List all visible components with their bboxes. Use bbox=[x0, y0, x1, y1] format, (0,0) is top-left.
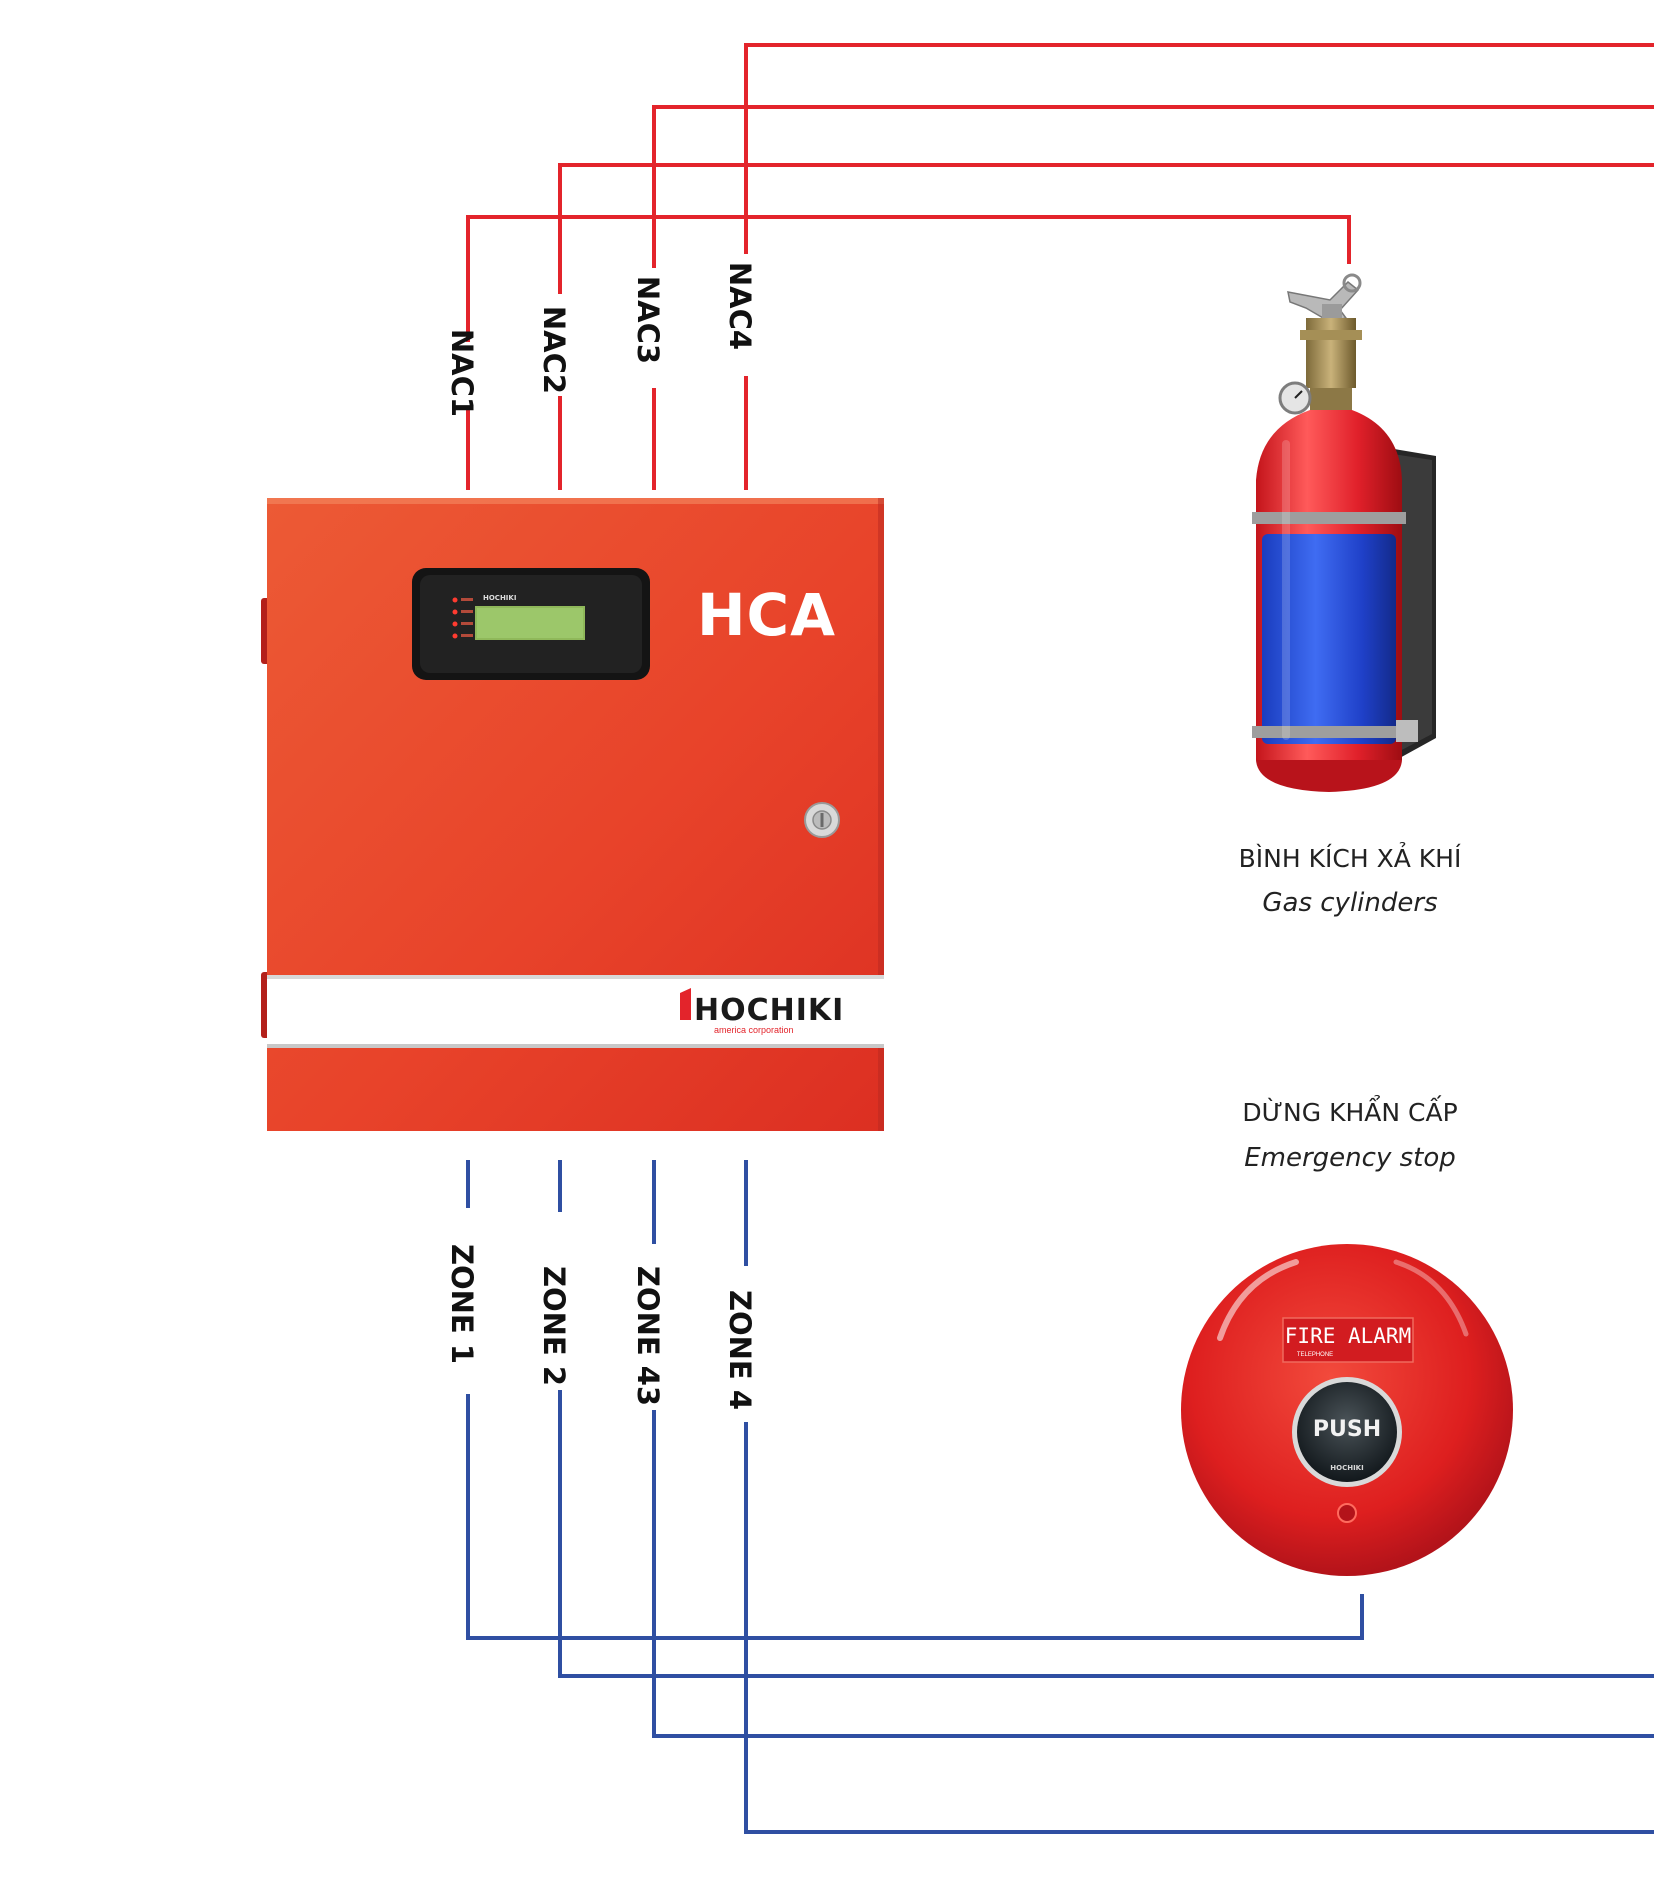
nac-2-wire bbox=[558, 163, 1654, 490]
zone-1-wire bbox=[466, 1160, 1364, 1640]
led-4 bbox=[452, 633, 458, 639]
led-3 bbox=[452, 621, 458, 627]
zone-2-wire bbox=[558, 1160, 1654, 1678]
gas-cylinder-title-vi: BÌNH KÍCH XẢ KHÍ bbox=[1239, 842, 1462, 873]
zone-wiring bbox=[466, 1160, 1654, 1834]
push-button-label: PUSH bbox=[1313, 1417, 1381, 1442]
control-panel: HOCHIKI HCA HOCHIKI america corporation bbox=[261, 498, 884, 1131]
cylinder-valve bbox=[1306, 318, 1356, 388]
test-key-icon bbox=[1337, 1503, 1357, 1523]
alarm-sublabel: TELEPHONE bbox=[1297, 1352, 1333, 1358]
cylinder-shoulder bbox=[1256, 410, 1402, 480]
zone-3-label: ZONE 43 bbox=[631, 1266, 665, 1406]
panel-model-label: HCA bbox=[697, 581, 836, 649]
panel-brand-sub: america corporation bbox=[714, 1025, 794, 1035]
cylinder-label-wrap bbox=[1262, 534, 1396, 744]
panel-brand-strip bbox=[267, 975, 884, 1048]
nac-labels: NAC1 NAC2 NAC3 NAC4 bbox=[445, 262, 757, 417]
display-brand: HOCHIKI bbox=[483, 594, 516, 602]
emergency-stop-title-vi: DỪNG KHẨN CẤP bbox=[1242, 1095, 1457, 1127]
push-button[interactable] bbox=[1297, 1382, 1397, 1482]
zone-4-label: ZONE 4 bbox=[723, 1290, 757, 1410]
zone-4-wire bbox=[744, 1160, 1654, 1834]
nac-1-wire bbox=[466, 215, 1351, 490]
gas-cylinder-device bbox=[1252, 273, 1436, 792]
panel-brand-label: HOCHIKI bbox=[694, 993, 844, 1028]
emergency-stop-device: FIRE ALARM TELEPHONE PUSH HOCHIKI bbox=[1181, 1244, 1513, 1576]
nac-4-wire bbox=[744, 43, 1654, 490]
nac-2-label: NAC2 bbox=[537, 306, 571, 394]
zone-2-label: ZONE 2 bbox=[537, 1266, 571, 1386]
cylinder-base bbox=[1256, 760, 1402, 792]
push-button-brand: HOCHIKI bbox=[1330, 1464, 1363, 1472]
nac-wiring bbox=[466, 43, 1654, 490]
led-2 bbox=[452, 609, 458, 615]
hochiki-flame-icon bbox=[680, 988, 691, 1020]
cylinder-strap-bottom bbox=[1252, 726, 1406, 738]
nac-1-label: NAC1 bbox=[445, 329, 479, 417]
nac-4-label: NAC4 bbox=[723, 262, 757, 350]
zone-3-wire bbox=[652, 1160, 1654, 1738]
alarm-label-plate bbox=[1282, 1317, 1414, 1363]
nac-3-wire bbox=[652, 105, 1654, 490]
zone-1-label: ZONE 1 bbox=[445, 1244, 479, 1364]
cylinder-strap-top bbox=[1252, 512, 1406, 524]
led-1 bbox=[452, 597, 458, 603]
emergency-stop-title-en: Emergency stop bbox=[1244, 1143, 1456, 1173]
nac-3-label: NAC3 bbox=[631, 276, 665, 364]
zone-labels: ZONE 1 ZONE 2 ZONE 43 ZONE 4 bbox=[445, 1244, 757, 1410]
alarm-label: FIRE ALARM bbox=[1285, 1324, 1411, 1348]
hochiki-logo: HOCHIKI america corporation bbox=[680, 988, 844, 1035]
gas-cylinder-title-en: Gas cylinders bbox=[1262, 888, 1437, 918]
